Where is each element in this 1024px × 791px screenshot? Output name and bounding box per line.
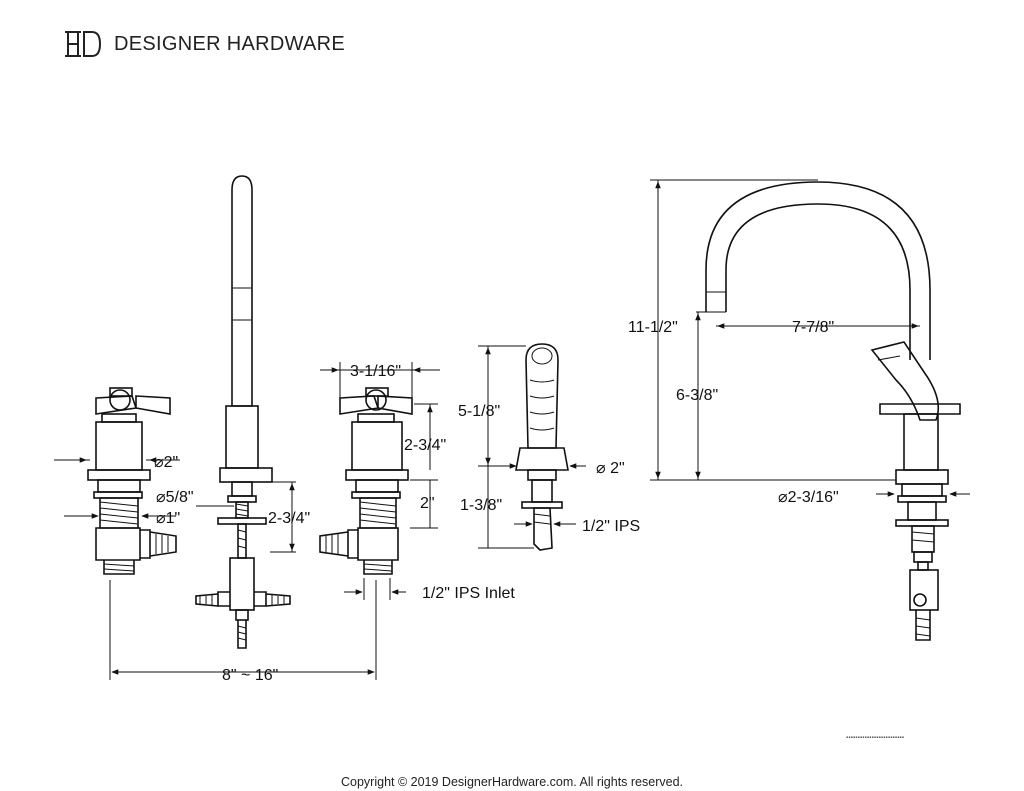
dim-spout-width: 3-1/16" [350, 363, 401, 380]
dim-valve-body: 2" [420, 495, 435, 512]
dim-stem-dia: ⌀5/8" [156, 489, 194, 506]
center-spout [195, 175, 291, 649]
dim-spray-base-dia: ⌀ 2" [596, 460, 625, 477]
dim-spout-reach: 7-7/8" [792, 319, 834, 336]
copyright-text: Copyright © 2019 DesignerHardware.com. A… [341, 775, 683, 789]
right-handle-valve [319, 387, 413, 575]
spout-side-view [705, 181, 961, 641]
dim-spray-ips: 1/2" IPS [582, 518, 640, 535]
dim-spout-clearance: 6-3/8" [676, 387, 718, 404]
dim-spout-shank: 2-3/4" [268, 510, 310, 527]
dim-inlet: 1/2" IPS Inlet [422, 585, 515, 602]
brand-name: DESIGNER HARDWARE [114, 32, 346, 55]
drawing-id: ▪▪▪▪▪▪▪▪▪▪▪▪▪▪▪▪▪▪▪▪▪▪▪▪▪ [846, 735, 905, 741]
dim-overall-height: 11-1/2" [628, 319, 678, 336]
dim-shank-dia: ⌀1" [156, 510, 180, 527]
dim-handle-base-dia: ⌀2" [154, 454, 178, 471]
dim-spout-base-dia: ⌀2-3/16" [778, 489, 839, 506]
dimension-lines [54, 179, 970, 680]
dim-spray-shank: 1-3/8" [460, 497, 502, 514]
dh-logo-icon [65, 31, 102, 57]
dim-handle-height: 2-3/4" [404, 437, 446, 454]
dim-spread: 8" ~ 16" [222, 667, 278, 684]
left-handle-valve [87, 387, 177, 575]
brand-header: DESIGNER HARDWARE [64, 28, 345, 60]
dim-spray-height: 5-1/8" [458, 403, 500, 420]
side-spray [515, 343, 569, 551]
